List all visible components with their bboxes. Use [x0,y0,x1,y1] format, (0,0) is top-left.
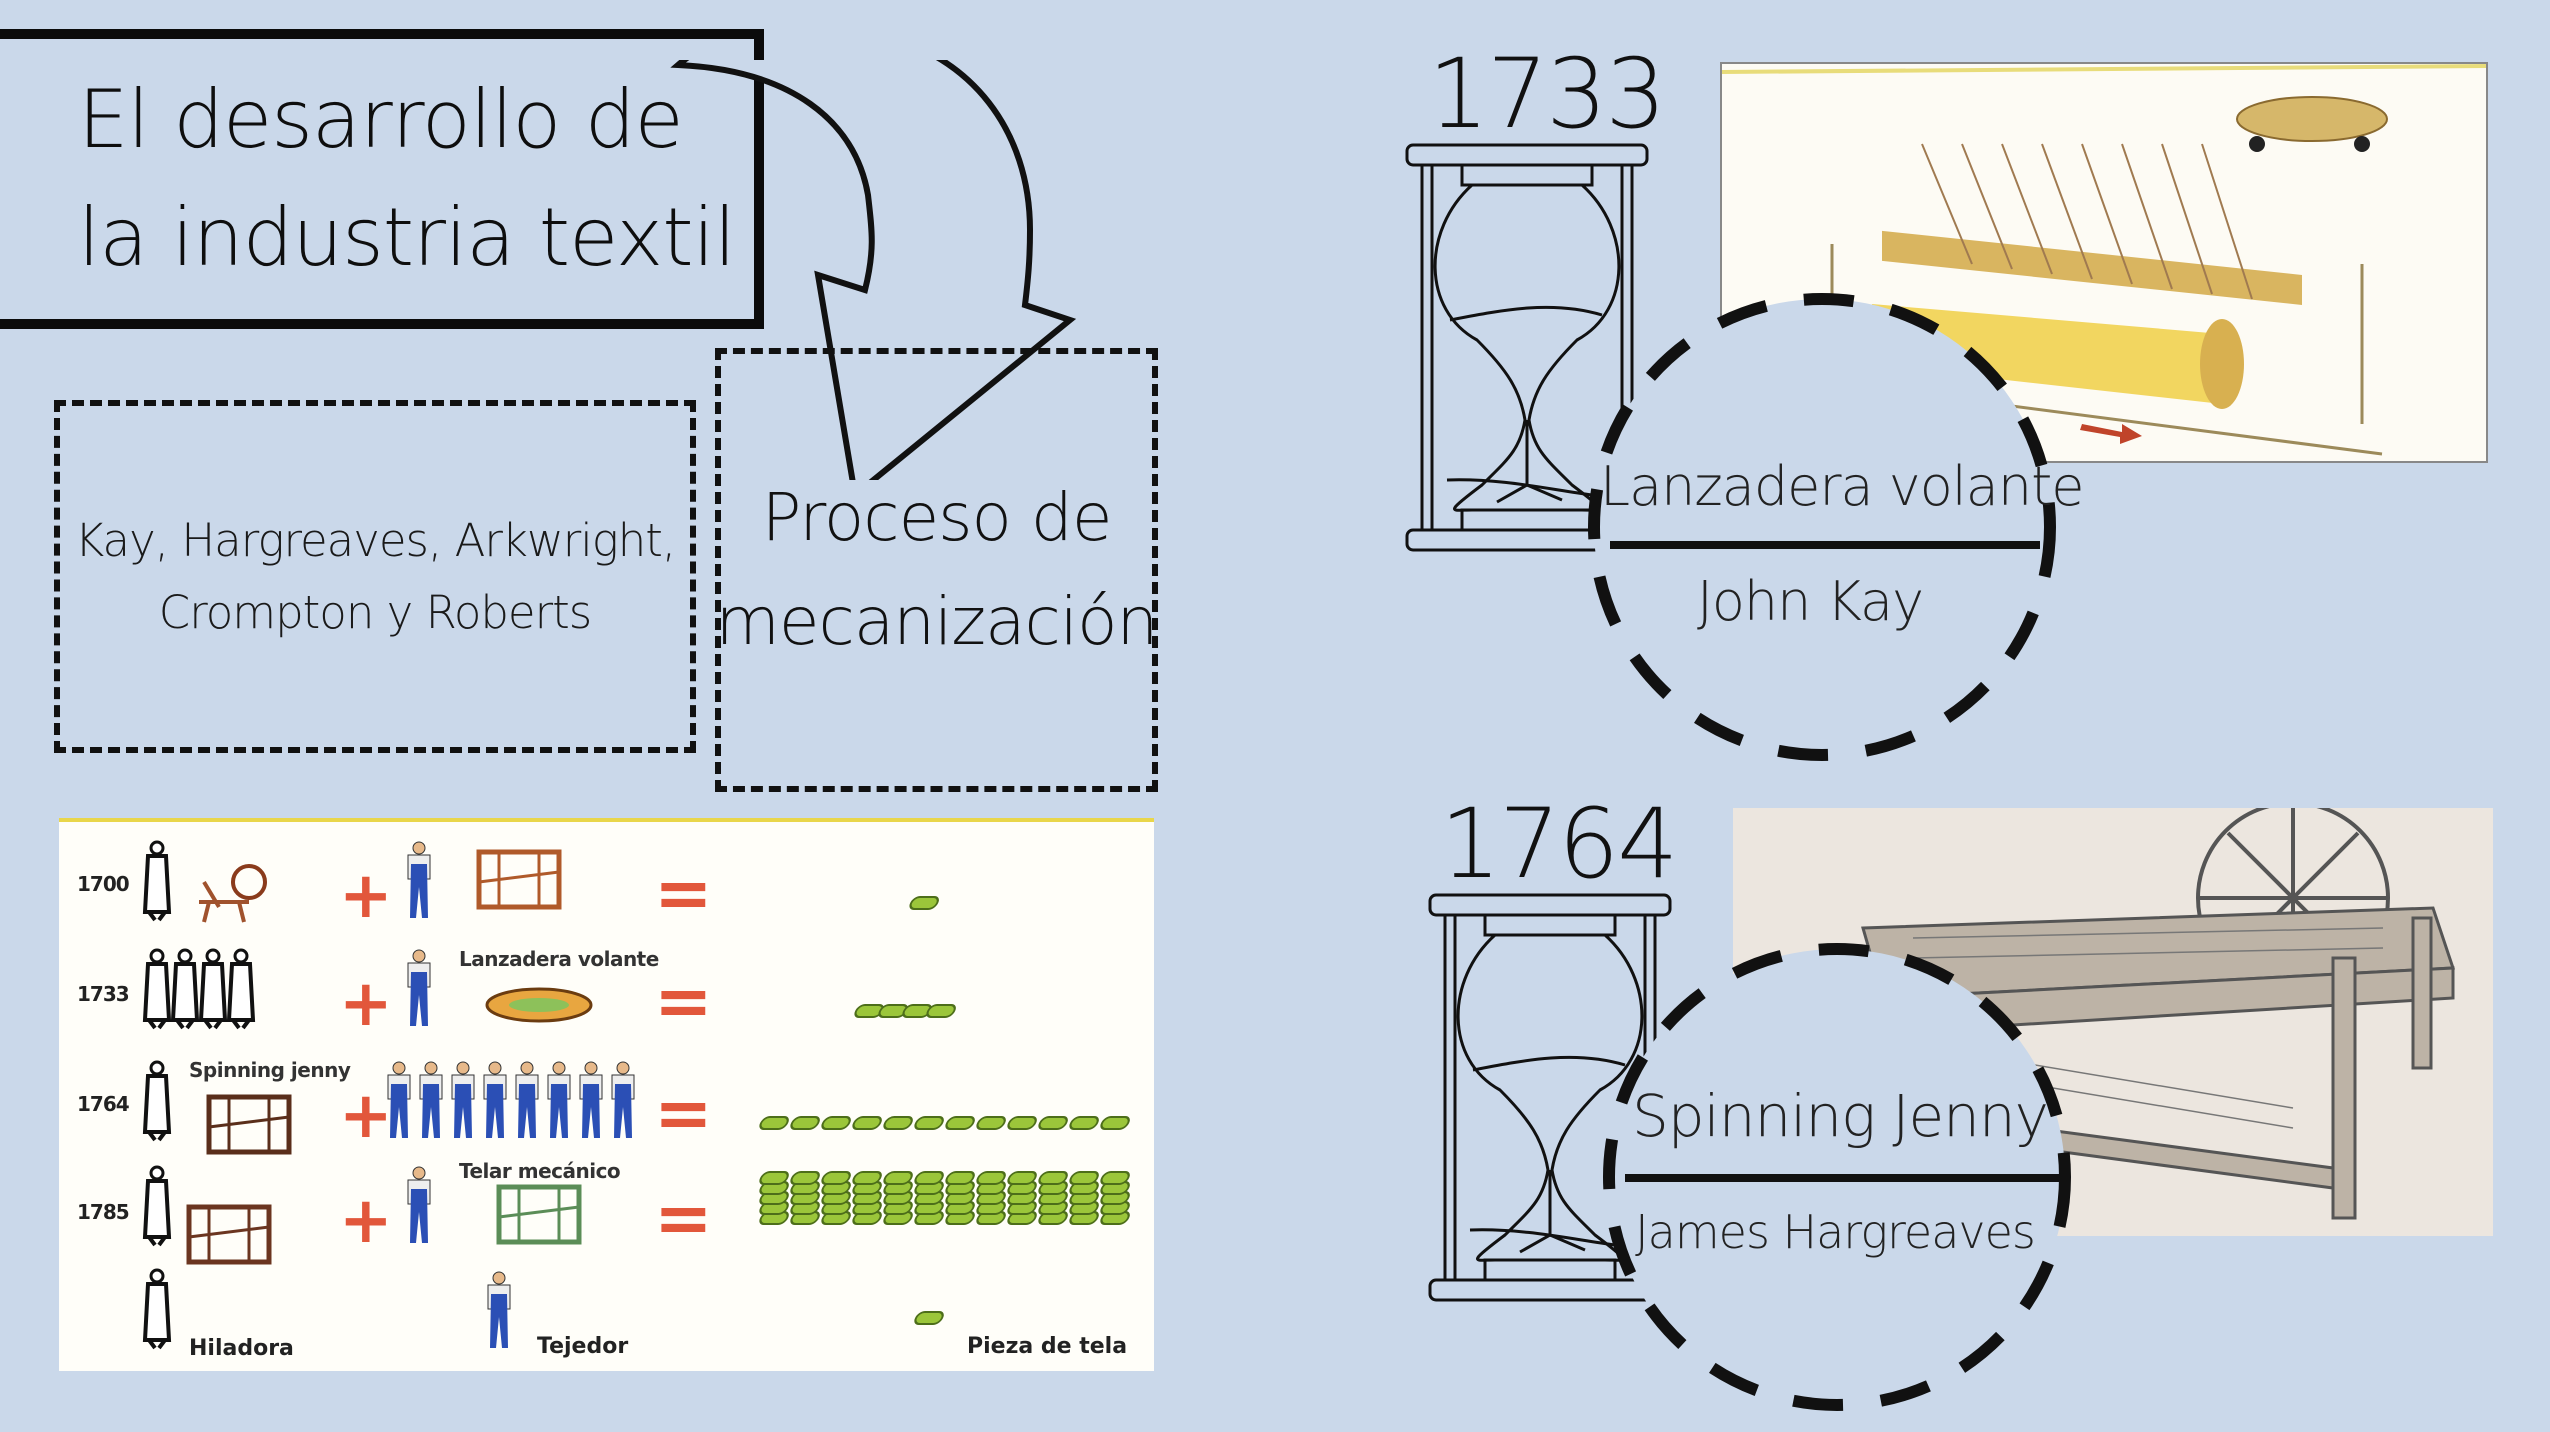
spinning-machine-icon [186,1204,272,1265]
spinner-figure [170,948,200,1030]
spinning-jenny-icon [206,1094,292,1155]
cloth-piece [1007,1116,1037,1130]
cloth-piece [976,1116,1006,1130]
plus-sign: + [339,1184,393,1258]
production-pictogram: + = + = + = + = 1700 1733 1764 1785 Lanzadera v… [59,818,1154,1371]
hand-loom-icon [476,849,562,910]
shuttle-yarn-icon [509,998,569,1012]
cloth-piece [914,1311,944,1325]
cloth-piece [945,1116,975,1130]
dashed-circle-2 [1603,943,2071,1411]
row-year: 1764 [77,1092,130,1116]
spinner-figure [142,840,172,922]
title-line-1: El desarrollo de [78,73,684,166]
spinner-figure [198,948,228,1030]
cloth-piece [852,1171,882,1185]
spinner-figure [142,1268,172,1350]
equals-sign: = [654,960,713,1042]
weaver-figure [547,1061,571,1138]
inventor-name: James Hargreaves [1635,1205,2036,1259]
process-box: Proceso de mecanización [715,348,1158,792]
invention-name: Spinning Jenny [1631,1082,2049,1150]
equals-sign: = [654,1177,713,1259]
weaver-figure [487,1271,511,1348]
weaver-figure [407,841,431,918]
cloth-piece [1100,1171,1130,1185]
cloth-piece [1069,1116,1099,1130]
weaver-figure [451,1061,475,1138]
process-line-1: Proceso de [761,479,1113,556]
cloth-piece [883,1116,913,1130]
weaver-figure [611,1061,635,1138]
legend-label: Pieza de tela [967,1334,1128,1359]
title-line-2: la industria textil [78,191,736,284]
weaver-figure [579,1061,603,1138]
legend-label: Hiladora [189,1336,294,1361]
device-label: Lanzadera volante [459,947,659,971]
spinner-figure [142,948,172,1030]
cloth-piece [790,1116,820,1130]
cloth-piece [1038,1116,1068,1130]
flying-shuttle-illustration-icon [1722,64,2486,456]
invention-name: Lanzadera volante [1600,455,2085,518]
plus-sign: + [339,1079,393,1153]
cloth-piece [1007,1171,1037,1185]
cloth-piece [759,1171,789,1185]
timeline-year: 1733 [1428,38,1666,150]
cloth-piece [926,1004,956,1018]
process-line-2: mecanización [715,583,1159,660]
title-box: El desarrollo de la industria textil [0,29,764,329]
cloth-piece [790,1171,820,1185]
cloth-piece [759,1116,789,1130]
row-year: 1733 [77,982,130,1006]
hourglass-icon [1428,893,1672,1302]
weaver-figure [387,1061,411,1138]
cloth-piece [1100,1116,1130,1130]
spinner-figure [226,948,256,1030]
cloth-piece [1069,1171,1099,1185]
equals-sign: = [654,1072,713,1154]
legend-label: Tejedor [537,1334,629,1359]
cloth-piece [821,1116,851,1130]
power-loom-icon [496,1184,582,1245]
spinner-figure [142,1165,172,1247]
plus-sign: + [339,859,393,933]
equals-sign: = [654,852,713,934]
cloth-piece [914,1116,944,1130]
cloth-piece [945,1171,975,1185]
timeline-year: 1764 [1440,788,1678,900]
row-year: 1785 [77,1200,130,1224]
inventors-line-2: Crompton y Roberts [158,585,592,639]
inventor-name: John Kay [1696,570,1924,633]
weaver-figure [483,1061,507,1138]
plus-sign: + [339,967,393,1041]
cloth-piece [852,1116,882,1130]
weaver-figure [407,1166,431,1243]
cloth-piece [883,1171,913,1185]
inventors-line-1: Kay, Hargreaves, Arkwright, [74,513,676,567]
device-label: Telar mecánico [459,1159,621,1183]
weaver-figure [515,1061,539,1138]
cloth-piece [914,1171,944,1185]
device-label: Spinning jenny [189,1058,351,1082]
dashed-circle-1 [1588,293,2056,761]
weaver-figure [419,1061,443,1138]
pictogram-canvas: + = + = + = + = [142,840,1130,1350]
flying-shuttle-image [1720,62,2488,463]
curved-arrow-icon [670,60,1077,480]
weaver-figure [407,949,431,1026]
spinning-wheel-icon [199,864,267,923]
inventors-box: Kay, Hargreaves, Arkwright, Crompton y R… [54,400,696,753]
cloth-piece [821,1171,851,1185]
cloth-piece [909,896,939,910]
cloth-piece [1038,1171,1068,1185]
spinner-figure [142,1060,172,1142]
row-year: 1700 [77,872,130,896]
cloth-piece [976,1171,1006,1185]
